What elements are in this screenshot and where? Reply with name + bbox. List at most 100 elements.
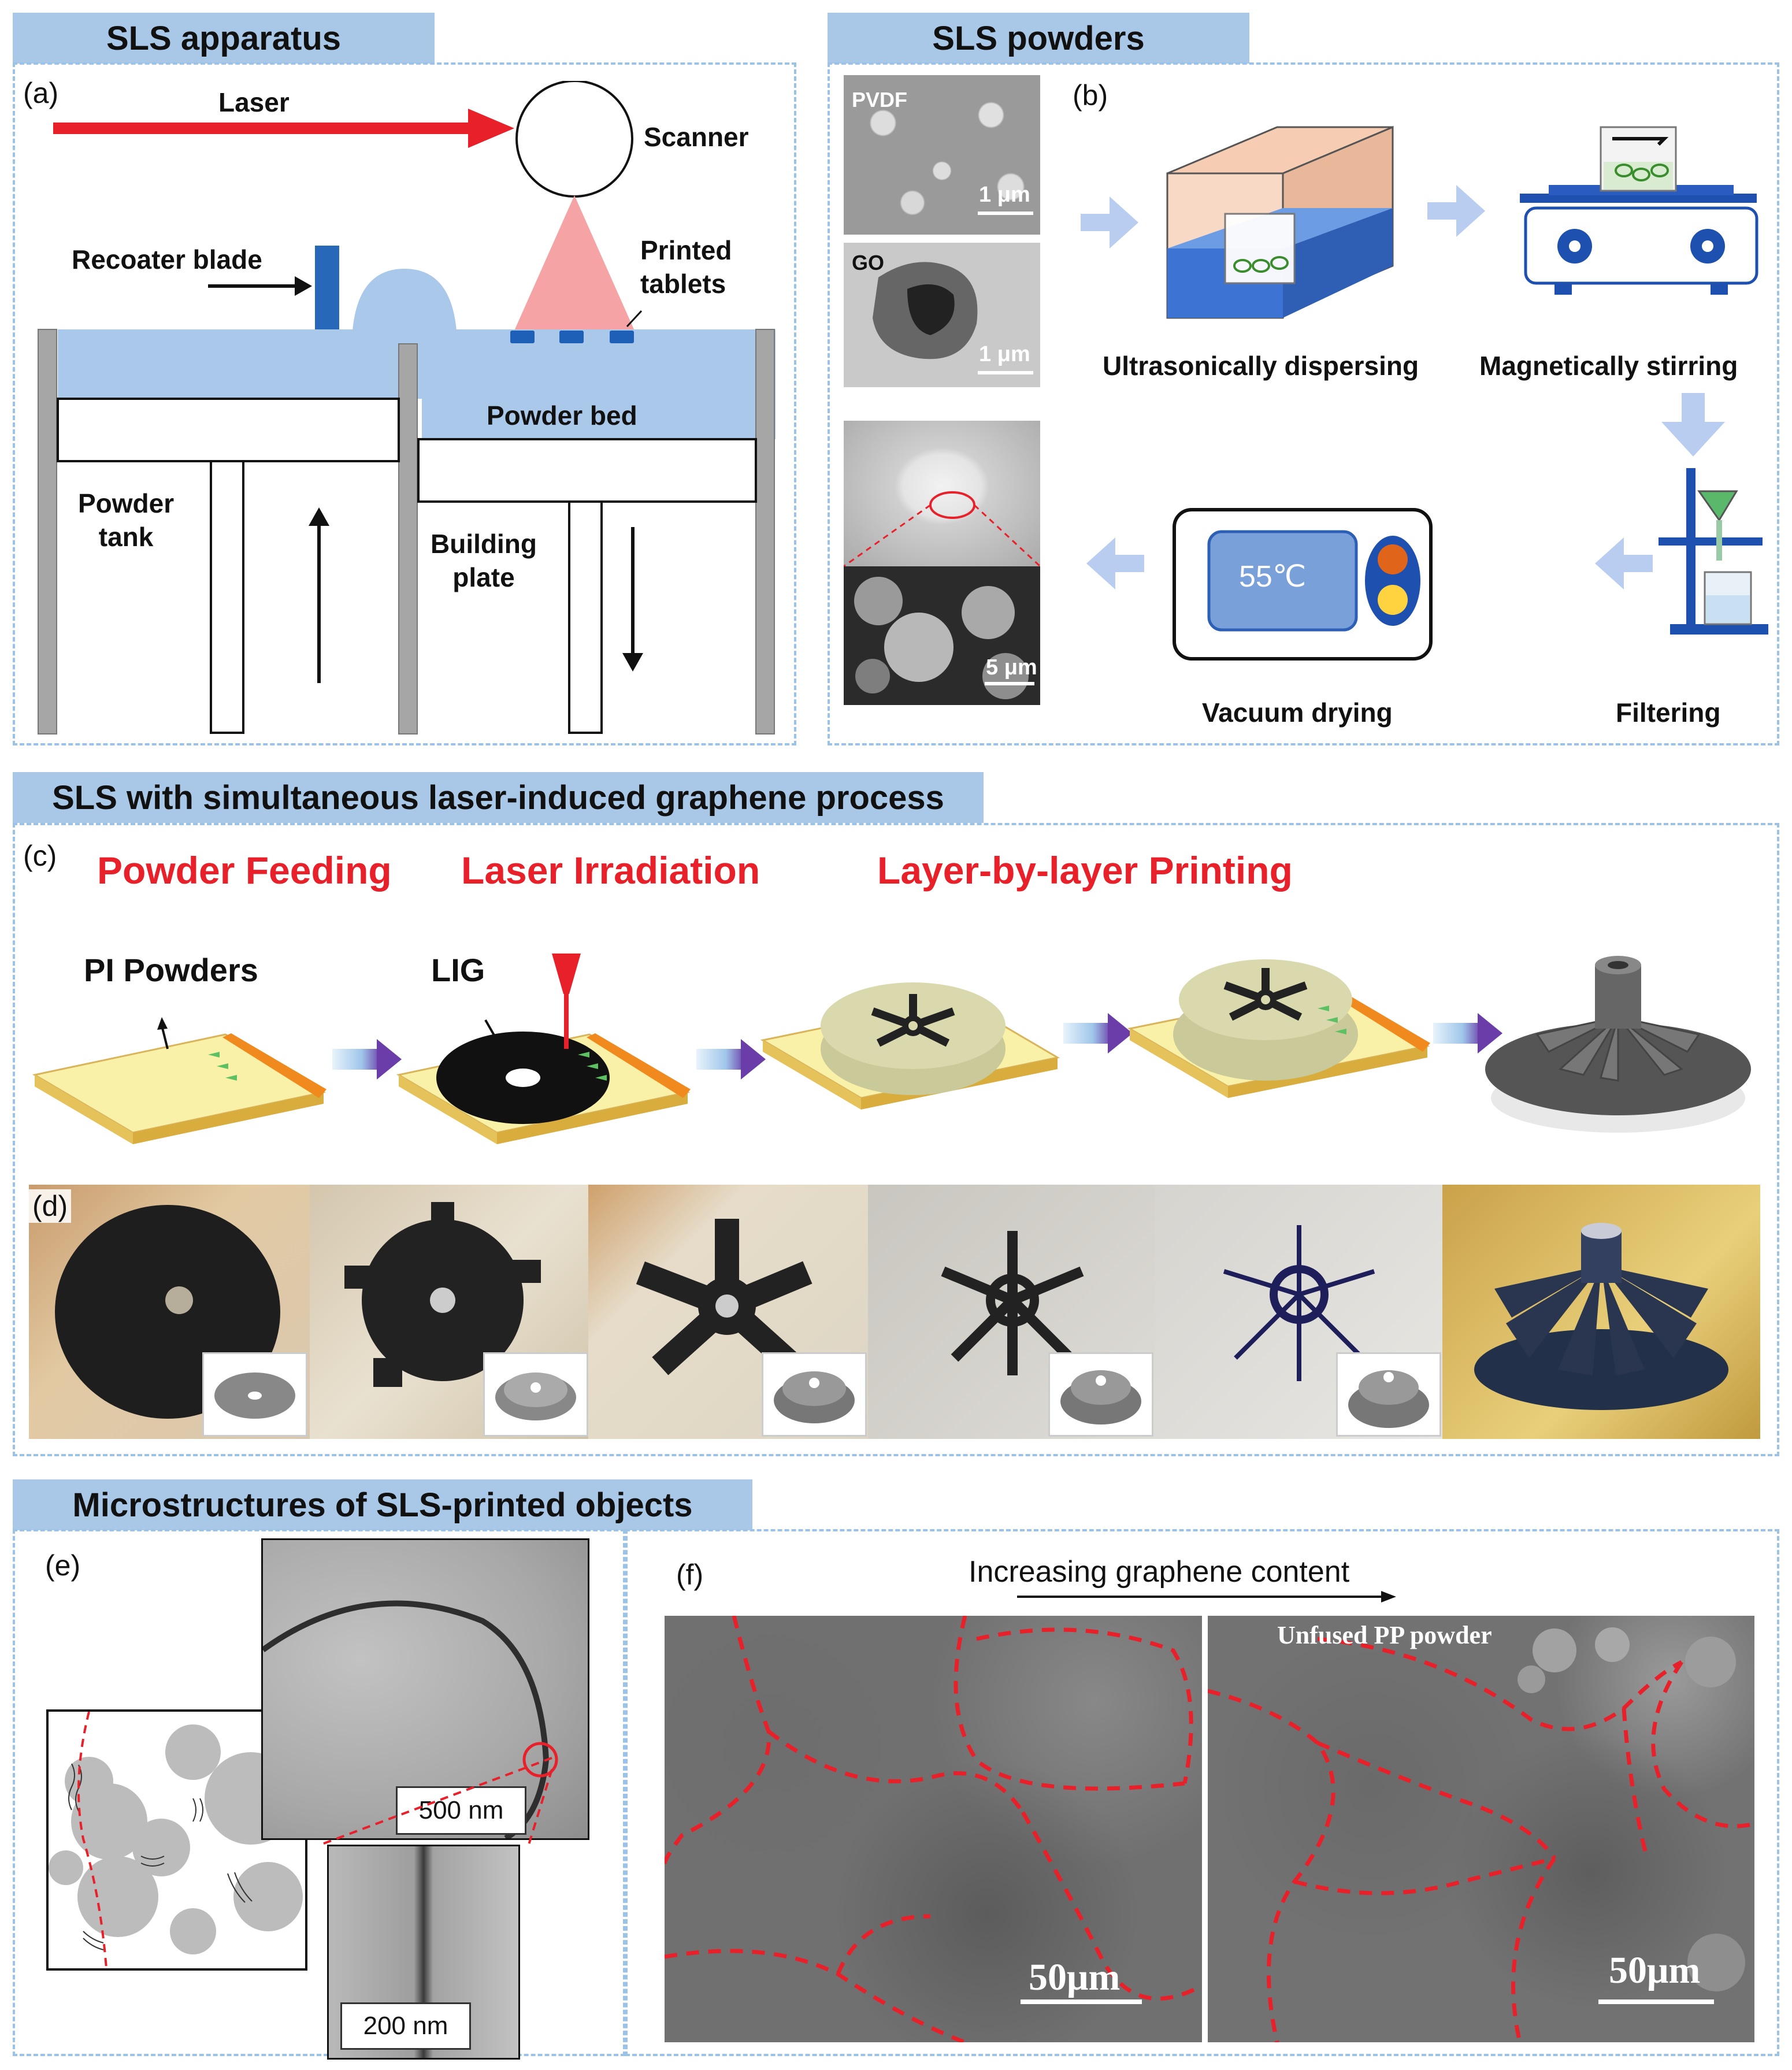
- scale-label-left: 50μm: [1029, 1956, 1121, 1998]
- section-title-apparatus: SLS apparatus: [13, 13, 435, 64]
- flow-arrow: [1661, 393, 1725, 457]
- powder-tank-piston: [210, 460, 244, 734]
- panel-a-letter: (a): [23, 77, 59, 109]
- sem-low-graphene: 50μm: [665, 1616, 1202, 2042]
- stirrer-body: [1524, 206, 1758, 285]
- laser-beam-c: [564, 994, 569, 1049]
- pvdf-scale: 1 μm: [979, 183, 1030, 207]
- printed-tablets-label: Printed tablets: [640, 235, 732, 299]
- unfused-pp-label: Unfused PP powder: [1277, 1621, 1492, 1649]
- step-laser-irradiation: Laser Irradiation: [461, 849, 760, 892]
- panel-cd-frame: [13, 823, 1779, 1456]
- pvdf-label: PVDF: [852, 88, 908, 112]
- powder-bed-surface: [422, 329, 776, 439]
- flow-arrow: [1427, 185, 1485, 237]
- oven-display: [1207, 530, 1358, 632]
- laser-label: Laser: [218, 87, 290, 117]
- lig-process-diagram: [32, 954, 1751, 1144]
- building-plate: [417, 438, 757, 503]
- oven-temperature: 55℃: [1239, 560, 1307, 593]
- flow-arrow: [1595, 537, 1653, 589]
- print-photo-2: [310, 1185, 588, 1439]
- printed-tablet: [610, 331, 634, 343]
- orange-recoater: [587, 1033, 691, 1098]
- panel-e-letter: (e): [45, 1549, 81, 1582]
- panel-b-frame: [828, 62, 1779, 745]
- scanner-label: Scanner: [644, 122, 749, 152]
- section-title-powders: SLS powders: [828, 13, 1249, 64]
- oven-knob-orange: [1378, 544, 1408, 574]
- powder-tank-label: Powder tank: [78, 488, 175, 552]
- panel-f-frame: [625, 1529, 1779, 2056]
- powder-tank-plate: [57, 398, 400, 462]
- beaker: [1224, 213, 1296, 284]
- increasing-graphene-label: Increasing graphene content: [969, 1555, 1350, 1589]
- sls-apparatus-diagram: [38, 81, 776, 734]
- left-wall: [38, 329, 57, 734]
- recoater-label: Recoater blade: [72, 244, 262, 274]
- composite-sem-image: 5 μm: [844, 566, 1040, 705]
- composite-scale: 5 μm: [986, 655, 1037, 680]
- recoater-blade: [315, 246, 339, 332]
- pvdf-sem-image: PVDF 1 μm: [844, 75, 1040, 235]
- filtering-label: Filtering: [1616, 698, 1721, 728]
- print-photo-1: [29, 1185, 310, 1439]
- middle-wall: [398, 343, 418, 734]
- flow-arrow: [1081, 196, 1138, 248]
- flow-arrow: [1086, 537, 1144, 589]
- orange-recoater: [222, 1033, 327, 1098]
- print-photo-6: [1442, 1185, 1760, 1439]
- building-piston: [568, 500, 603, 734]
- laser-beam: [53, 123, 475, 134]
- powder-mound: [353, 269, 457, 331]
- laser-head: [552, 954, 581, 994]
- panel-f-letter: (f): [676, 1559, 704, 1591]
- oven-knob-yellow: [1378, 585, 1408, 615]
- scale-500nm-box: 500 nm: [396, 1786, 526, 1835]
- panel-a-frame: [13, 62, 796, 745]
- printed-tablet: [559, 331, 584, 343]
- panel-b-letter: (b): [1073, 79, 1108, 112]
- panel-c-letter: (c): [23, 840, 57, 872]
- powder-process-diagram: [1081, 125, 1768, 661]
- powder-photo: [844, 421, 1040, 566]
- print-photo-4: [868, 1185, 1155, 1439]
- powder-tank-bed: [58, 329, 422, 399]
- print-photo-3: [588, 1185, 868, 1439]
- right-wall: [755, 329, 775, 734]
- scanner-circle: [515, 81, 633, 198]
- go-scale: 1 μm: [979, 342, 1030, 366]
- printed-tablet: [510, 331, 535, 343]
- particle-schematic: [46, 1709, 307, 1971]
- filter-stand: [1670, 624, 1768, 635]
- scale-label-right: 50μm: [1609, 1949, 1701, 1991]
- fracture-line: [77, 1712, 107, 1968]
- step-layer-printing: Layer-by-layer Printing: [877, 849, 1293, 892]
- scale-200nm-label: 200 nm: [363, 2012, 448, 2040]
- section-title-lig: SLS with simultaneous laser-induced grap…: [13, 772, 984, 823]
- increasing-arrow: [1017, 1591, 1396, 1602]
- laser-cone: [514, 195, 635, 331]
- pi-powders-label: PI Powders: [84, 952, 258, 988]
- stirrer-top: [1520, 194, 1757, 203]
- tem-image-500nm: 500 nm: [261, 1538, 589, 1840]
- magnetic-label: Magnetically stirring: [1479, 351, 1738, 381]
- powder-plate-1: [32, 1033, 327, 1134]
- funnel: [1697, 490, 1738, 522]
- go-tem-image: GO 1 μm: [844, 243, 1040, 387]
- building-plate-label: Building plate: [431, 529, 537, 592]
- orange-recoater: [1326, 987, 1430, 1052]
- print-photo-5: [1155, 1185, 1442, 1439]
- vacuum-label: Vacuum drying: [1202, 698, 1393, 728]
- panel-d-letter: (d): [29, 1189, 72, 1223]
- go-label: GO: [852, 251, 885, 274]
- lig-label: LIG: [431, 952, 485, 988]
- laser-arrowhead: [468, 109, 514, 148]
- tem-image-200nm: 200 nm: [327, 1845, 520, 2060]
- ultrasonic-label: Ultrasonically dispersing: [1103, 351, 1419, 381]
- step-powder-feeding: Powder Feeding: [97, 849, 392, 892]
- scale-200nm-box: 200 nm: [340, 2002, 471, 2050]
- scale-500nm-label: 500 nm: [418, 1796, 504, 1824]
- section-title-micro: Microstructures of SLS-printed objects: [13, 1479, 752, 1530]
- sem-high-graphene: Unfused PP powder 50μm: [1208, 1616, 1754, 2042]
